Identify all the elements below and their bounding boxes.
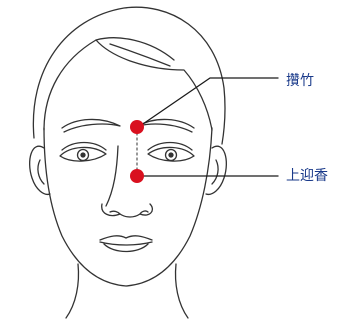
right-ear	[206, 146, 226, 194]
neck-left	[66, 264, 79, 318]
nostril-right	[140, 211, 148, 214]
left-eyebrow	[62, 119, 120, 132]
right-eyelid	[148, 143, 192, 151]
mouth-line	[100, 242, 152, 245]
right-pupil	[169, 153, 173, 157]
hair-parting	[96, 38, 174, 60]
nostril-left	[110, 211, 120, 214]
hair-strand	[110, 44, 170, 66]
left-eyelid	[62, 143, 106, 151]
neck-right	[176, 264, 189, 318]
upper-lip	[100, 236, 152, 240]
left-ear-inner	[38, 160, 44, 184]
acupoint-yingxiang	[130, 169, 144, 183]
nose-bridge	[106, 146, 118, 206]
hair-outline	[33, 7, 225, 144]
left-pupil	[81, 153, 85, 157]
left-ear	[30, 146, 50, 194]
hairline	[44, 40, 212, 130]
acupoint-label-zanzhu: 攢竹	[286, 73, 314, 89]
acupoint-label-yingxiang: 上迎香	[286, 168, 328, 184]
face-contour	[44, 128, 212, 286]
right-ear-inner	[212, 160, 218, 184]
acupoint-zanzhu	[130, 120, 144, 134]
